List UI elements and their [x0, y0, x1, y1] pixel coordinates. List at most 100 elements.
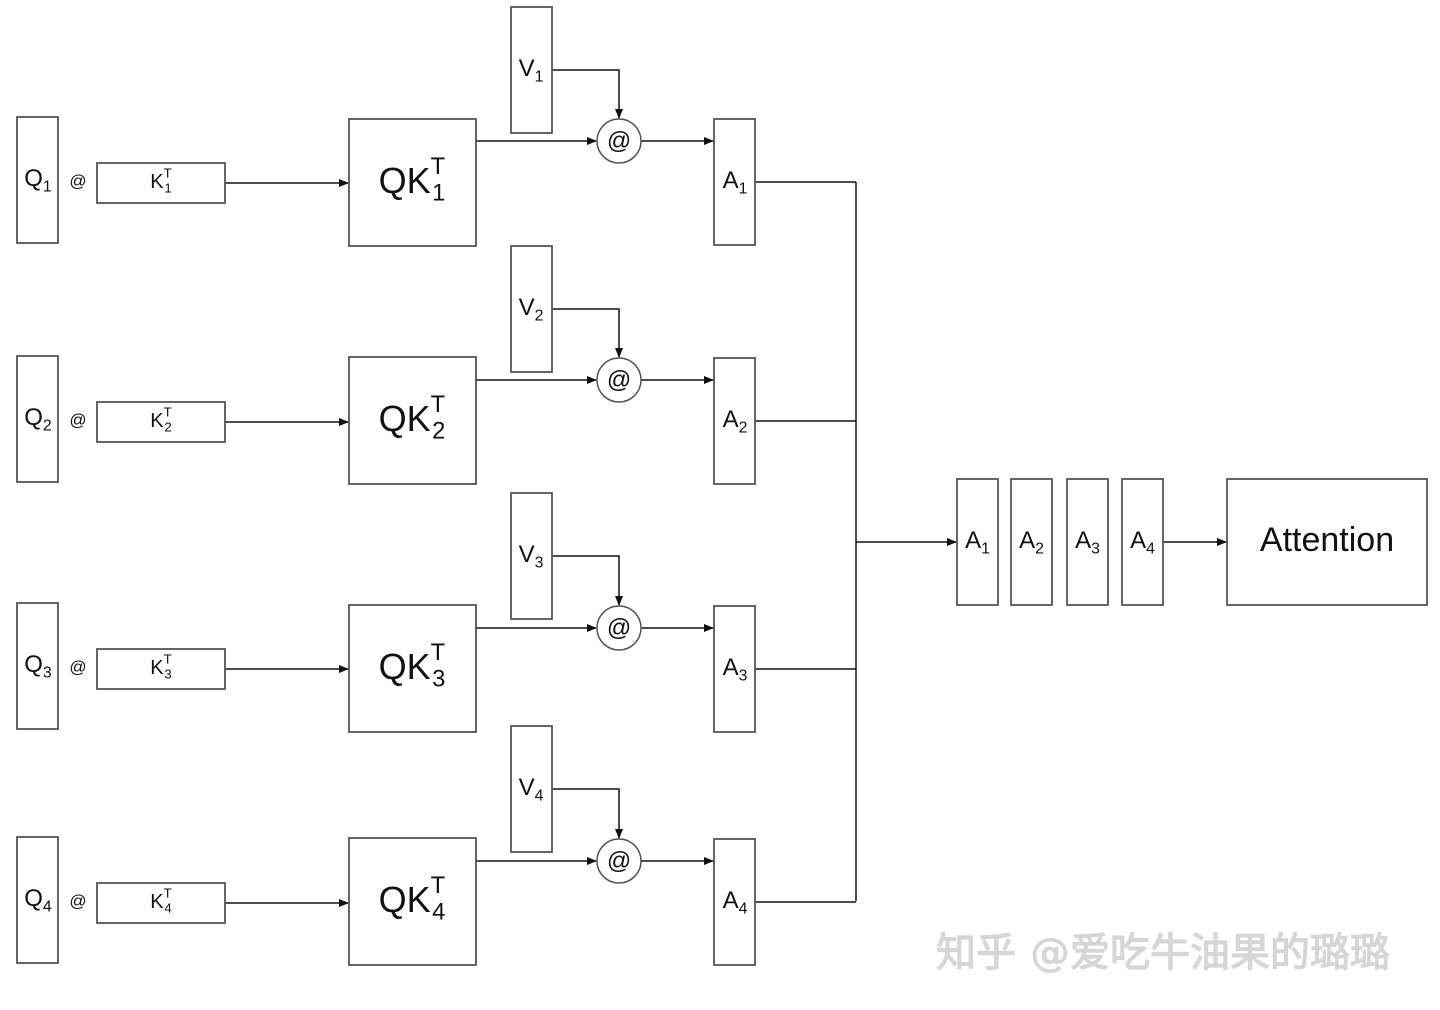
concat-a1-label: A1 — [965, 527, 990, 558]
kt1-label-subscript: 1 — [164, 181, 171, 196]
a1-box — [713, 118, 756, 246]
a3-label: A3 — [723, 654, 748, 685]
v2-label: V2 — [519, 294, 544, 325]
matmul-op-3-label: @ — [607, 614, 631, 641]
matmul-op-2-label: @ — [607, 366, 631, 393]
matmul-sign-2: @ — [69, 410, 86, 429]
qkt4-label-subscript: 4 — [432, 899, 445, 926]
concat-a4-label-base: A — [1130, 527, 1146, 554]
concat-a2-label-subscript: 2 — [1035, 541, 1044, 558]
a4-label-base: A — [723, 887, 739, 914]
kt1-label-base: K — [150, 171, 164, 193]
q2-label-base: Q — [24, 404, 43, 431]
q1-box — [16, 116, 59, 244]
qkt3-label-superscript: T — [431, 639, 446, 666]
q3-label-subscript: 3 — [43, 665, 52, 682]
kt3-box — [96, 648, 226, 690]
v3-label-subscript: 3 — [535, 555, 544, 572]
concat-a1-box — [956, 478, 999, 606]
qkt3-label-base: QK — [379, 646, 431, 687]
matmul-op-2 — [596, 357, 642, 403]
kt1-label-superscript: T — [164, 166, 172, 181]
concat-a2-label-base: A — [1019, 527, 1035, 554]
a4-label-subscript: 4 — [739, 901, 748, 918]
matmul-op-4 — [596, 838, 642, 884]
qkt2-label-superscript: T — [431, 391, 446, 418]
kt2-label-base: K — [150, 410, 164, 432]
qkt4-label-superscript: T — [431, 872, 446, 899]
a2-box — [713, 357, 756, 485]
v2-box — [510, 245, 553, 373]
watermark-text: 知乎 @爱吃牛油果的璐璐 — [936, 930, 1390, 976]
matmul-sign-3: @ — [69, 657, 86, 676]
v2-label-base: V — [519, 294, 535, 321]
matmul-sign-1: @ — [69, 171, 86, 190]
concat-a4-label: A4 — [1130, 527, 1155, 558]
q1-label-subscript: 1 — [43, 179, 52, 196]
a4-label: A4 — [723, 887, 748, 918]
qkt1-box — [348, 118, 477, 247]
v1-label-subscript: 1 — [535, 69, 544, 86]
q3-box — [16, 602, 59, 730]
kt1-box — [96, 162, 226, 204]
qkt1-label-subscript: 1 — [432, 180, 445, 207]
qkt2-label-subscript: 2 — [432, 418, 445, 445]
concat-a4-label-subscript: 4 — [1146, 541, 1155, 558]
arrow-v2-to-op2 — [552, 308, 623, 358]
v4-box — [510, 725, 553, 853]
concat-a3-label-subscript: 3 — [1091, 541, 1100, 558]
concat-a4-box — [1121, 478, 1164, 606]
kt4-box — [96, 882, 226, 924]
qkt3-label-subscript: 3 — [432, 666, 445, 693]
qkt1-label-base: QK — [379, 160, 431, 201]
a2-label: A2 — [723, 406, 748, 437]
matmul-op-1 — [596, 118, 642, 164]
qkt3-box — [348, 604, 477, 733]
v4-label: V4 — [519, 774, 544, 805]
concat-a3-label: A3 — [1075, 527, 1100, 558]
q1-label: Q1 — [24, 165, 52, 196]
q3-label: Q3 — [24, 651, 52, 682]
kt3-label-base: K — [150, 657, 164, 679]
kt2-box — [96, 401, 226, 443]
concat-a1-label-base: A — [965, 527, 981, 554]
v2-label-subscript: 2 — [535, 308, 544, 325]
v1-box — [510, 6, 553, 134]
kt4-label-base: K — [150, 891, 164, 913]
arrow-v1-to-op1 — [552, 69, 623, 119]
arrow-v4-to-op4 — [552, 788, 623, 839]
qkt2-box — [348, 356, 477, 485]
qkt1-label-superscript: T — [431, 153, 446, 180]
v3-label: V3 — [519, 541, 544, 572]
kt2-label-subscript: 2 — [164, 420, 171, 435]
v4-label-base: V — [519, 774, 535, 801]
a2-label-subscript: 2 — [739, 420, 748, 437]
concat-a2-box — [1010, 478, 1053, 606]
a1-label-base: A — [723, 167, 739, 194]
matmul-sign-4: @ — [69, 891, 86, 910]
matmul-op-4-label: @ — [607, 847, 631, 874]
v3-box — [510, 492, 553, 620]
matmul-op-1-label: @ — [607, 127, 631, 154]
q2-label: Q2 — [24, 404, 51, 435]
q2-label-subscript: 2 — [43, 418, 52, 435]
attention-output-box — [1226, 478, 1428, 606]
q4-label-base: Q — [24, 885, 43, 912]
a2-label-base: A — [723, 406, 739, 433]
q4-box — [16, 836, 59, 964]
q4-label-subscript: 4 — [43, 899, 52, 916]
a4-box — [713, 838, 756, 966]
a3-box — [713, 605, 756, 733]
q2-box — [16, 355, 59, 483]
a1-label: A1 — [723, 167, 748, 198]
v4-label-subscript: 4 — [535, 788, 544, 805]
v1-label: V1 — [519, 55, 544, 86]
